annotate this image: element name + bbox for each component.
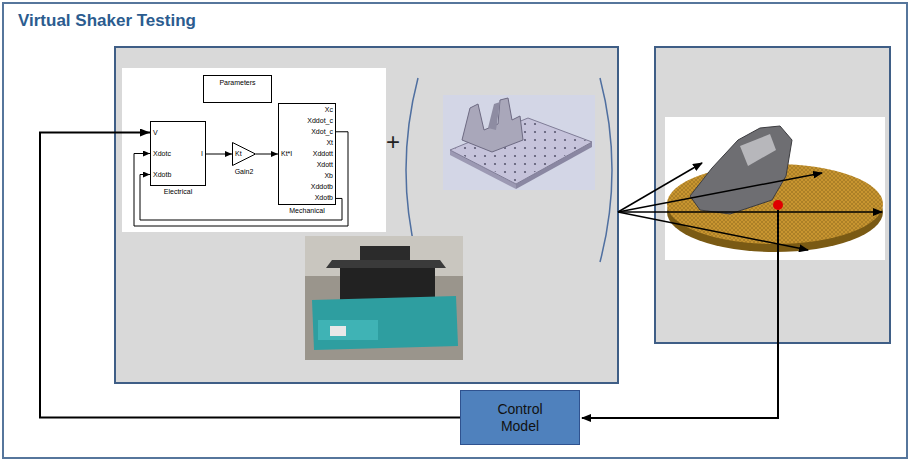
- fe-model-panel: [655, 47, 890, 343]
- fixture: [462, 98, 523, 152]
- fe-bracket: [690, 126, 792, 214]
- gain-block: KtGain2: [232, 142, 256, 166]
- shaker-photo: [305, 236, 463, 360]
- port-name: Xc: [325, 106, 333, 114]
- port-name: Xdotb: [315, 194, 333, 202]
- diagram-title: Virtual Shaker Testing: [18, 11, 196, 31]
- mechanical-block: Kt*I XcXddot_cXdot_cXtXddottXdottXbXddotb…: [278, 103, 336, 205]
- parameters-block: Parameters: [203, 75, 272, 103]
- plate-photo: [443, 95, 595, 190]
- port-name: Xdot_c: [311, 128, 333, 136]
- port-name: Xb: [324, 172, 333, 180]
- port-name: Kt*I: [281, 150, 292, 158]
- fixture-rib: [488, 102, 500, 130]
- signal-connector: [40, 133, 460, 418]
- shaker-model-panel: [115, 47, 618, 383]
- fe-image: [665, 117, 885, 260]
- port-name: Xdotb: [153, 171, 171, 179]
- port-name: Xddot_c: [307, 117, 333, 125]
- port-name: V: [153, 129, 158, 137]
- left-parenthesis: [406, 78, 418, 262]
- port-name: I: [201, 150, 203, 158]
- plus-sign: +: [386, 129, 400, 155]
- port-name: Xddotb: [311, 183, 333, 191]
- shaker-head: [360, 246, 410, 262]
- port-name: Xt: [326, 139, 333, 147]
- excitation-arrow: [618, 211, 882, 213]
- shaker-base-panel: [318, 320, 378, 340]
- shaker-table: [326, 260, 446, 268]
- block-name: Electrical: [164, 188, 192, 196]
- signal-connector: [256, 154, 278, 155]
- shaker-base: [312, 296, 458, 350]
- port-name: Xdott: [317, 161, 333, 169]
- fe-bracket-face: [740, 134, 776, 166]
- port-name: Xddott: [313, 150, 333, 158]
- sensor-line: [582, 210, 778, 418]
- simulink-canvas: [122, 68, 386, 232]
- control-model-box: Control Model: [460, 390, 580, 445]
- excitation-arrow: [618, 173, 822, 212]
- gain-value: Kt: [235, 150, 242, 158]
- block-name: Parameters: [219, 79, 255, 87]
- port-name: Xdotc: [153, 150, 171, 158]
- right-parenthesis: [600, 78, 612, 262]
- electrical-block: VXdotcXdotbIElectrical: [150, 121, 206, 186]
- block-name: Gain2: [235, 168, 254, 176]
- shaker-plate: [330, 326, 346, 336]
- signal-connector: [206, 154, 232, 155]
- excitation-arrow: [618, 212, 808, 250]
- block-name: Mechanical: [289, 207, 324, 215]
- sensor-dot: [773, 200, 783, 210]
- gain-outline: [233, 143, 256, 166]
- box-label: Control Model: [485, 401, 555, 435]
